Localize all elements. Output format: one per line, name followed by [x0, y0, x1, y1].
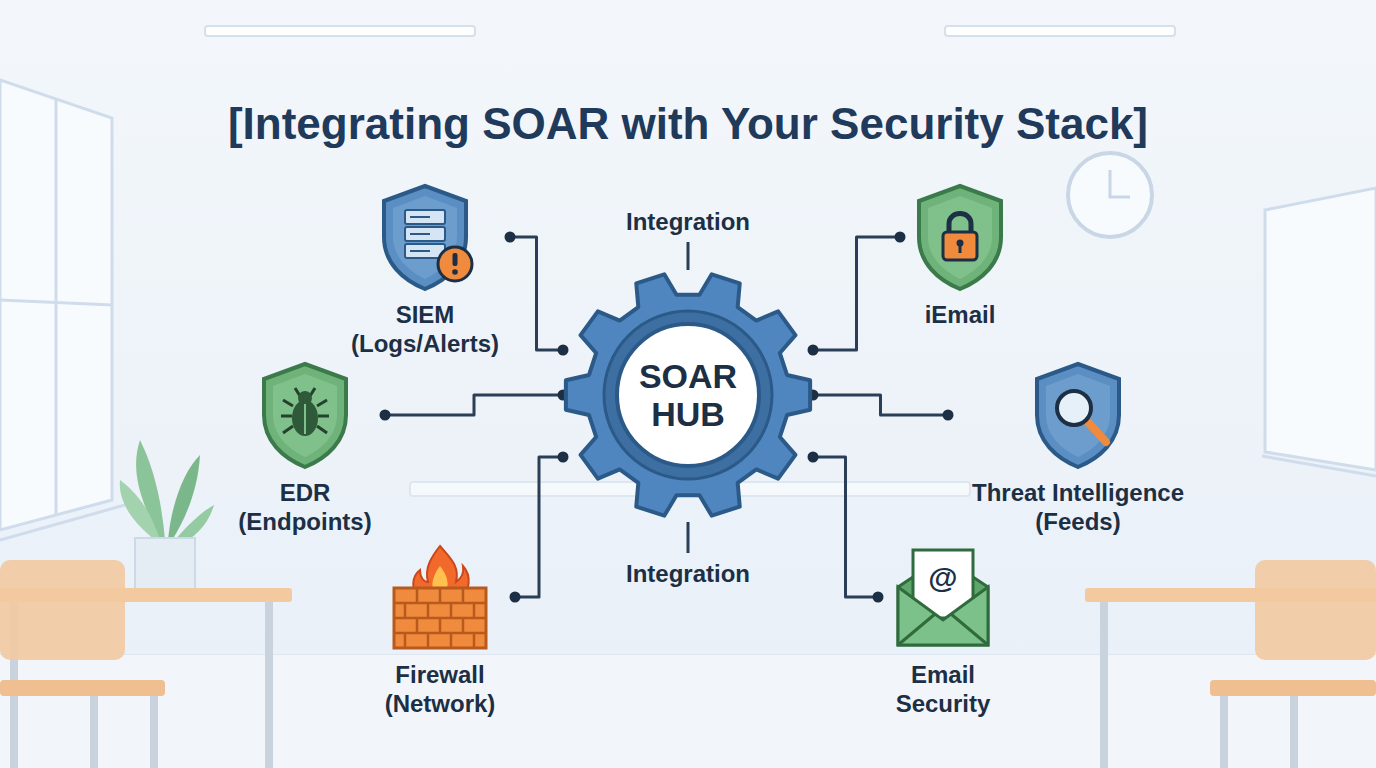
- node-icon-part: [264, 364, 346, 467]
- whiteboard-part: [1265, 188, 1376, 470]
- connector-dot: [505, 232, 516, 243]
- whiteboard-part: [1262, 456, 1376, 476]
- window-part: [55, 99, 58, 515]
- connector-dot: [873, 592, 884, 603]
- node-icon-part: [919, 186, 1001, 289]
- integration-icon: iEmail: [900, 182, 1020, 329]
- left-desk-part: [0, 560, 125, 660]
- hub-label: SOAR HUB: [623, 357, 753, 433]
- integration-leader-part: [687, 522, 690, 553]
- plant: [120, 440, 214, 590]
- window-part: [0, 300, 112, 305]
- right-desk-part: [1290, 696, 1298, 768]
- node-label: Firewall (Network): [365, 660, 515, 719]
- connector-dot: [510, 592, 521, 603]
- integration-icon: SIEM (Logs/Alerts): [340, 182, 510, 359]
- node-icon: [390, 542, 490, 652]
- gear-shape-part: [566, 274, 810, 515]
- integration-label: Integration: [626, 208, 750, 236]
- node-label: Threat Intelligence (Feeds): [948, 478, 1208, 537]
- right-desk-part: [1220, 696, 1228, 768]
- icon-symbol: @: [928, 561, 957, 595]
- node-label: EDR (Endpoints): [225, 478, 385, 537]
- node-icon: [375, 182, 475, 292]
- left-desk-part: [0, 680, 165, 696]
- connector: [515, 457, 563, 597]
- gear-shape-part: [604, 311, 772, 479]
- connector-dot: [895, 232, 906, 243]
- hub-gear: SOAR HUB: [563, 270, 813, 520]
- whiteboard: [1262, 188, 1376, 476]
- connector-group: [380, 390, 569, 421]
- connector-group: [808, 232, 906, 356]
- integration-icon: Firewall (Network): [365, 542, 515, 719]
- window-part: [0, 505, 125, 540]
- gear-shape-part: [617, 324, 759, 466]
- connector: [813, 457, 878, 597]
- integration-icon: EDR (Endpoints): [225, 360, 385, 537]
- node-label: SIEM (Logs/Alerts): [340, 300, 510, 359]
- left-desk: [0, 560, 292, 768]
- connector-group: [808, 390, 954, 421]
- ceiling-lights: [205, 26, 1175, 36]
- node-icon: [910, 182, 1010, 292]
- connector-dot: [808, 452, 819, 463]
- plant-part: [135, 538, 195, 590]
- integration-leader-part: [687, 242, 690, 270]
- integration-icon: Threat Intelligence (Feeds): [948, 360, 1208, 537]
- clock-part: [1110, 170, 1130, 197]
- node-icon-part: [1037, 364, 1119, 467]
- node-icon-part: [898, 550, 988, 645]
- right-desk-part: [1100, 602, 1108, 768]
- connector-dot: [943, 410, 954, 421]
- node-icon: [1028, 360, 1128, 470]
- connector-group: [505, 232, 569, 356]
- connector-dot: [808, 345, 819, 356]
- plant-part: [120, 480, 160, 540]
- connector: [385, 395, 563, 415]
- connector-group: [510, 452, 569, 603]
- left-desk-part: [150, 696, 158, 768]
- connector: [510, 237, 563, 350]
- right-desk: [1085, 560, 1376, 768]
- left-desk-part: [90, 696, 98, 768]
- connector: [813, 237, 900, 350]
- clock-part: [1068, 153, 1152, 237]
- window-part: [0, 80, 112, 530]
- diagram-title: [Integrating SOAR with Your Security Sta…: [0, 98, 1376, 151]
- connector-dot: [558, 345, 569, 356]
- ceiling-lights-part: [205, 26, 475, 36]
- connector: [813, 395, 948, 415]
- right-desk-part: [1210, 680, 1376, 696]
- right-desk-part: [1255, 560, 1376, 660]
- clock: [1068, 153, 1152, 237]
- floor: [0, 655, 1376, 768]
- connector-group: [808, 452, 884, 603]
- left-desk-part: [265, 602, 273, 768]
- ceiling-lights-part: [945, 26, 1175, 36]
- connector-dot: [558, 452, 569, 463]
- window: [0, 80, 125, 540]
- connector-dot: [380, 410, 391, 421]
- node-label: Email Security: [878, 660, 1008, 719]
- node-icon: [893, 542, 993, 652]
- node-icon-part: [394, 546, 486, 648]
- node-icon: [255, 360, 355, 470]
- node-label: iEmail: [900, 300, 1020, 329]
- node-icon-part: [384, 186, 472, 289]
- integration-label: Integration: [626, 560, 750, 588]
